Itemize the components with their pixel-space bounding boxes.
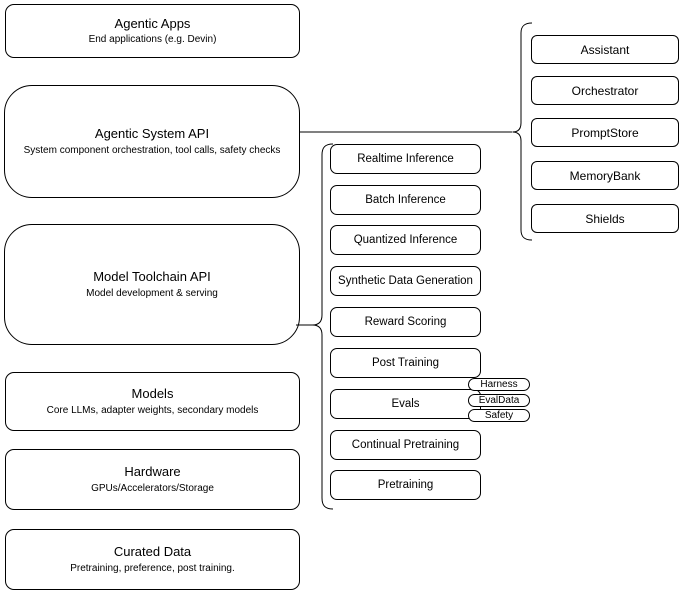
node-pretraining: Pretraining xyxy=(330,470,481,500)
node-subtitle: GPUs/Accelerators/Storage xyxy=(91,482,214,494)
node-quantized-inference: Quantized Inference xyxy=(330,225,481,255)
node-memorybank: MemoryBank xyxy=(531,161,679,190)
node-evals: Evals xyxy=(330,389,481,419)
node-orchestrator: Orchestrator xyxy=(531,76,679,105)
pill-harness: Harness xyxy=(468,378,530,391)
node-post-training: Post Training xyxy=(330,348,481,378)
node-hardware: Hardware GPUs/Accelerators/Storage xyxy=(5,449,300,510)
node-model-toolchain-api: Model Toolchain API Model development & … xyxy=(4,224,300,345)
node-agentic-apps: Agentic Apps End applications (e.g. Devi… xyxy=(5,4,300,58)
node-subtitle: Core LLMs, adapter weights, secondary mo… xyxy=(46,404,259,416)
node-continual-pretraining: Continual Pretraining xyxy=(330,430,481,460)
node-curated-data: Curated Data Pretraining, preference, po… xyxy=(5,529,300,590)
node-promptstore: PromptStore xyxy=(531,118,679,147)
node-subtitle: Pretraining, preference, post training. xyxy=(70,562,235,574)
pill-safety: Safety xyxy=(468,409,530,422)
node-reward-scoring: Reward Scoring xyxy=(330,307,481,337)
node-shields: Shields xyxy=(531,204,679,233)
pill-evaldata: EvalData xyxy=(468,394,530,407)
node-subtitle: End applications (e.g. Devin) xyxy=(88,34,217,46)
node-title: Model Toolchain API xyxy=(93,269,211,285)
node-models: Models Core LLMs, adapter weights, secon… xyxy=(5,372,300,431)
node-title: Hardware xyxy=(124,464,181,480)
node-realtime-inference: Realtime Inference xyxy=(330,144,481,174)
node-agentic-system-api: Agentic System API System component orch… xyxy=(4,85,300,198)
node-title: Models xyxy=(131,386,174,402)
node-title: Agentic Apps xyxy=(114,15,191,31)
node-synthetic-data-generation: Synthetic Data Generation xyxy=(330,266,481,296)
brace-toolchain-group xyxy=(312,143,334,510)
node-title: Curated Data xyxy=(113,544,192,560)
node-batch-inference: Batch Inference xyxy=(330,185,481,215)
node-title: Agentic System API xyxy=(94,126,210,142)
node-subtitle: Model development & serving xyxy=(86,287,218,299)
brace-system-components-group xyxy=(512,22,533,241)
node-assistant: Assistant xyxy=(531,35,679,64)
node-subtitle: System component orchestration, tool cal… xyxy=(23,144,281,156)
